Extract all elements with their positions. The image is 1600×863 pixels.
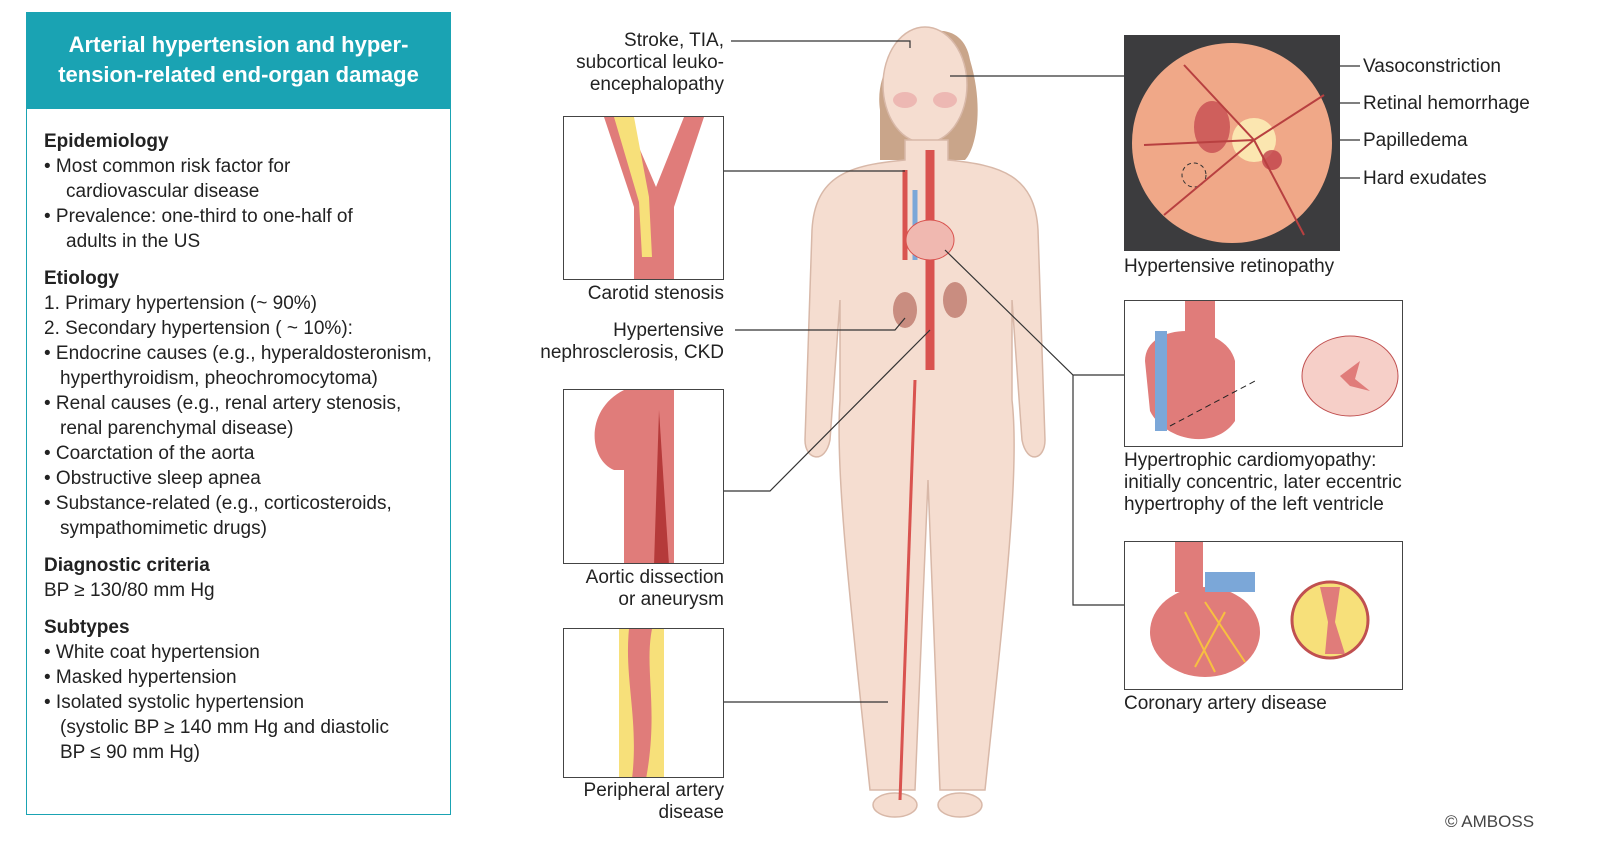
retinal-hemorrhage-label: Retinal hemorrhage: [1363, 93, 1530, 114]
subtypes-section: Subtypes • White coat hypertension • Mas…: [44, 615, 446, 765]
label-line: subcortical leuko-: [576, 52, 724, 73]
list-item: 2. Secondary hypertension ( ~ 10%):: [44, 318, 353, 339]
label-line: initially concentric, later eccentric: [1124, 472, 1402, 493]
copyright: © AMBOSS: [1445, 812, 1535, 831]
section-heading: Diagnostic criteria: [44, 555, 210, 576]
retinopathy-label: Hypertensive retinopathy: [1124, 256, 1335, 277]
label-line: Hypertensive: [613, 320, 724, 341]
coronary-label: Coronary artery disease: [1124, 693, 1327, 714]
list-item: sympathomimetic drugs): [60, 518, 267, 539]
stroke-label: Stroke, TIA, subcortical leuko- encephal…: [576, 30, 724, 96]
epidemiology-section: Epidemiology • Most common risk factor f…: [44, 129, 446, 254]
body-figure: [804, 26, 1046, 818]
list-item: • Masked hypertension: [44, 667, 237, 688]
list-item: BP ≤ 90 mm Hg): [60, 742, 200, 763]
section-heading: Epidemiology: [44, 131, 169, 152]
list-item: • Substance-related (e.g., corticosteroi…: [44, 493, 392, 514]
nephro-label: Hypertensive nephrosclerosis, CKD: [540, 320, 724, 364]
retina-illustration: [1124, 35, 1340, 251]
title-line: tension-related end-organ damage: [58, 62, 419, 87]
diagnostic-section: Diagnostic criteria BP ≥ 130/80 mm Hg: [44, 553, 446, 603]
label-line: encephalopathy: [589, 74, 724, 95]
section-heading: Subtypes: [44, 617, 130, 638]
list-item: • Coarctation of the aorta: [44, 443, 255, 464]
label-line: hypertrophy of the left ventricle: [1124, 494, 1384, 515]
papilledema-label: Papilledema: [1363, 130, 1468, 151]
label-line: Hypertrophic cardiomyopathy:: [1124, 450, 1377, 471]
list-item: renal parenchymal disease): [60, 418, 294, 439]
section-heading: Etiology: [44, 268, 119, 289]
list-item: • Renal causes (e.g., renal artery steno…: [44, 393, 402, 414]
hard-exudates-label: Hard exudates: [1363, 168, 1487, 189]
peripheral-illustration: [563, 628, 724, 778]
list-item: cardiovascular disease: [66, 181, 260, 202]
summary-panel: Arterial hypertension and hyper- tension…: [26, 12, 451, 815]
diagnostic-text: BP ≥ 130/80 mm Hg: [44, 580, 215, 601]
list-item: • Isolated systolic hypertension: [44, 692, 305, 713]
aortic-label: Aortic dissection or aneurysm: [586, 567, 724, 611]
heart-hypertrophy-illustration: [1124, 300, 1403, 447]
carotid-illustration: [563, 116, 724, 280]
vasoconstriction-label: Vasoconstriction: [1363, 56, 1501, 77]
list-item: (systolic BP ≥ 140 mm Hg and diastolic: [60, 717, 389, 738]
panel-body: Epidemiology • Most common risk factor f…: [44, 129, 446, 777]
list-item: adults in the US: [66, 231, 201, 252]
list-item: • Most common risk factor for: [44, 156, 291, 177]
list-item: • White coat hypertension: [44, 642, 260, 663]
list-item: 1. Primary hypertension (~ 90%): [44, 293, 317, 314]
label-line: or aneurysm: [618, 589, 724, 610]
coronary-illustration: [1124, 541, 1403, 690]
label-line: Aortic dissection: [585, 567, 724, 588]
label-line: Stroke, TIA,: [624, 30, 724, 51]
aortic-illustration: [563, 389, 724, 564]
etiology-section: Etiology 1. Primary hypertension (~ 90%)…: [44, 266, 446, 541]
label-line: nephrosclerosis, CKD: [540, 342, 724, 363]
cardiomyopathy-label: Hypertrophic cardiomyopathy: initially c…: [1124, 450, 1402, 516]
list-item: • Endocrine causes (e.g., hyperaldostero…: [44, 343, 432, 364]
title-line: Arterial hypertension and hyper-: [68, 32, 409, 57]
carotid-label: Carotid stenosis: [587, 283, 724, 304]
list-item: • Prevalence: one-third to one-half of: [44, 206, 353, 227]
label-line: disease: [658, 802, 725, 823]
list-item: • Obstructive sleep apnea: [44, 468, 261, 489]
peripheral-label: Peripheral artery disease: [584, 780, 724, 824]
list-item: hyperthyroidism, pheochromocytoma): [60, 368, 378, 389]
label-line: Peripheral artery: [583, 780, 724, 801]
panel-title: Arterial hypertension and hyper- tension…: [27, 13, 450, 109]
